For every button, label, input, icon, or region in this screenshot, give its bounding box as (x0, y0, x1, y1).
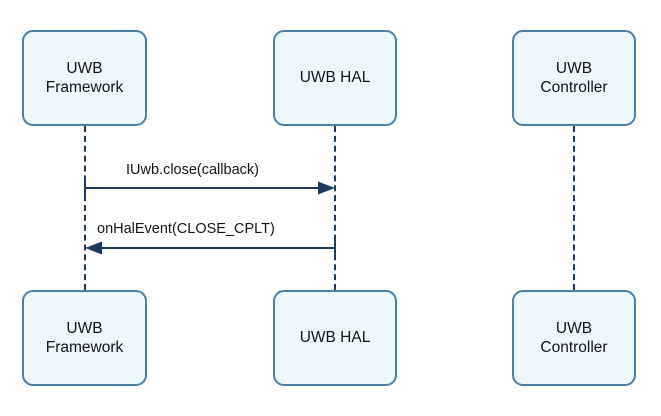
lifeline-uwb-framework (84, 126, 86, 290)
participant-foot-uwb-framework[interactable]: UWB Framework (22, 290, 147, 386)
participant-head-uwb-hal[interactable]: UWB HAL (273, 30, 397, 126)
participant-foot-uwb-hal-label: UWB HAL (299, 329, 371, 347)
participant-head-uwb-controller[interactable]: UWB Controller (512, 30, 636, 126)
participant-head-uwb-hal-label: UWB HAL (299, 69, 371, 87)
message-arrow-iuwb-close (84, 178, 336, 198)
participant-foot-uwb-framework-label: UWB Framework (45, 319, 124, 356)
participant-foot-uwb-hal[interactable]: UWB HAL (273, 290, 397, 386)
participant-foot-uwb-controller[interactable]: UWB Controller (512, 290, 636, 386)
lifeline-uwb-controller (573, 126, 575, 290)
participant-foot-uwb-controller-label: UWB Controller (540, 319, 608, 356)
participant-head-uwb-framework[interactable]: UWB Framework (22, 30, 147, 126)
message-label-iuwb-close: IUwb.close(callback) (126, 162, 259, 178)
message-label-onhalevent-close-cplt: onHalEvent(CLOSE_CPLT) (97, 221, 275, 237)
message-arrow-onhalevent-close-cplt (84, 238, 336, 258)
participant-head-uwb-framework-label: UWB Framework (45, 59, 124, 96)
participant-head-uwb-controller-label: UWB Controller (540, 59, 608, 96)
lifeline-uwb-hal (334, 126, 336, 290)
